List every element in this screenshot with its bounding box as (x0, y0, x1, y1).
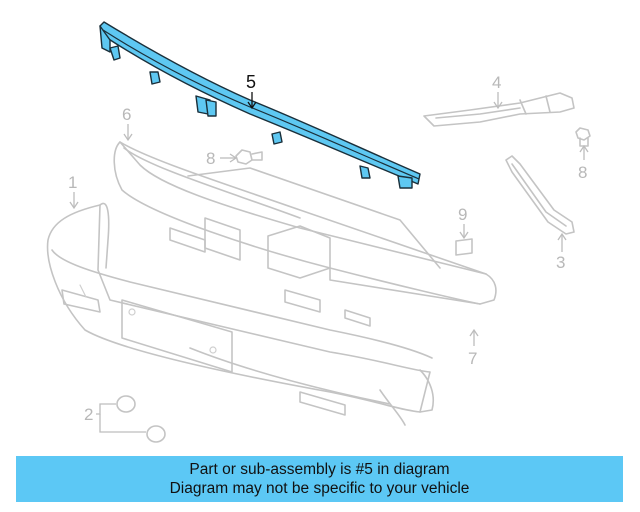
callout-8-right-label: 8 (578, 163, 587, 182)
bumper-cover-part (46, 202, 435, 426)
callout-4-label: 4 (492, 73, 501, 92)
plug-parts (116, 395, 166, 443)
callout-4: 4 (492, 73, 503, 110)
callout-5-label: 5 (246, 72, 256, 92)
callout-2: 2 (84, 403, 146, 433)
callout-6-label: 6 (122, 105, 131, 124)
callout-1: 1 (68, 173, 79, 210)
callout-8-right: 8 (578, 144, 589, 182)
callout-6: 6 (122, 105, 133, 142)
upper-bracket-part (423, 92, 575, 127)
callout-3-label: 3 (556, 253, 565, 272)
callout-7-label: 7 (468, 349, 477, 368)
side-bracket-part (505, 155, 575, 235)
push-clip-right (575, 127, 591, 147)
info-banner: Part or sub-assembly is #5 in diagram Di… (16, 456, 623, 502)
callout-9-label: 9 (458, 205, 467, 224)
small-plate-part (455, 238, 473, 256)
reinforcement-bar-part-5 (99, 21, 421, 189)
banner-line-1: Part or sub-assembly is #5 in diagram (189, 461, 450, 478)
callout-8-left-label: 8 (206, 149, 215, 168)
callout-8-left: 8 (206, 149, 238, 168)
callout-3: 3 (556, 232, 567, 272)
callout-7: 7 (468, 328, 479, 368)
impact-bar-part (113, 141, 497, 327)
banner-line-2: Diagram may not be specific to your vehi… (169, 480, 470, 497)
callout-9: 9 (458, 205, 469, 240)
callout-2-label: 2 (84, 405, 93, 424)
push-clip-left (235, 149, 263, 165)
callout-1-label: 1 (68, 173, 77, 192)
callout-5: 5 (246, 72, 257, 110)
parts-diagram: 1 2 3 4 5 6 7 8 8 9 (46, 21, 591, 443)
